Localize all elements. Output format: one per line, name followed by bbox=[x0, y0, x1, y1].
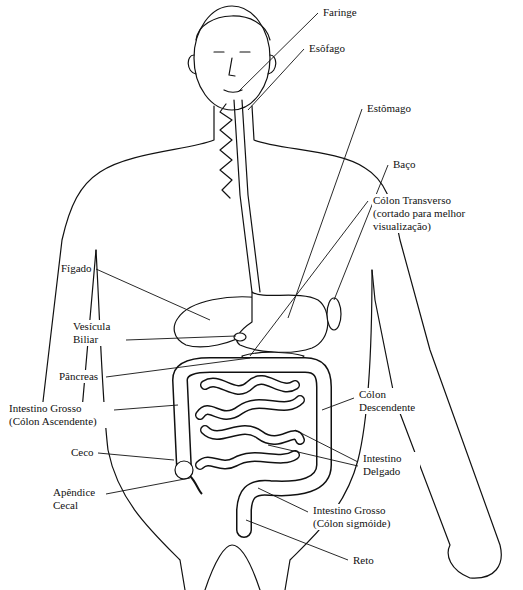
part-label: Ceco bbox=[70, 446, 95, 459]
part-label: Vesícula Biliar bbox=[72, 320, 124, 346]
esophagus bbox=[234, 100, 260, 292]
head-outline bbox=[194, 6, 270, 110]
part-label: Fígado bbox=[60, 262, 93, 275]
appendix bbox=[190, 476, 202, 494]
part-label: Estômago bbox=[366, 102, 412, 115]
face-features bbox=[214, 52, 250, 92]
spleen bbox=[327, 298, 341, 330]
part-label: Esôfago bbox=[308, 42, 346, 55]
gallbladder bbox=[234, 333, 246, 341]
part-label: Pâncreas bbox=[58, 370, 99, 383]
part-label: Faringe bbox=[322, 6, 358, 19]
large-intestine bbox=[180, 365, 324, 530]
groin-line bbox=[205, 545, 260, 590]
part-label: Cólon Descendente bbox=[358, 388, 422, 414]
part-label: Cólon Transverso (cortado para melhor vi… bbox=[372, 194, 486, 233]
part-label: Intestino Grosso (Cólon Ascendente) bbox=[8, 402, 110, 428]
stomach bbox=[237, 292, 328, 352]
trachea bbox=[220, 104, 232, 198]
part-label: Apêndice Cecal bbox=[52, 486, 106, 512]
small-intestine-fill bbox=[200, 380, 300, 465]
part-label: Reto bbox=[352, 554, 375, 567]
small-intestine bbox=[200, 380, 300, 465]
hair-line bbox=[196, 16, 270, 40]
leader-lines bbox=[96, 13, 388, 560]
large-intestine-fill bbox=[180, 365, 324, 530]
part-label: Intestino Delgado bbox=[362, 452, 420, 478]
part-label: Baço bbox=[392, 158, 417, 171]
part-label: Intestino Grosso (Cólon sigmóide) bbox=[312, 504, 414, 530]
